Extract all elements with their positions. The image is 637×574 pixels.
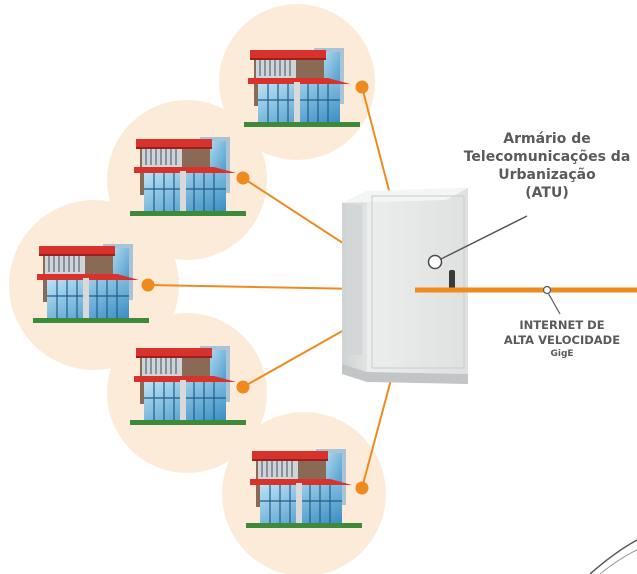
endpoint-4 (236, 380, 250, 394)
corner-swoosh (589, 539, 637, 574)
cabinet-handle (449, 270, 455, 292)
endpoint-dots (141, 80, 369, 495)
internet-label: INTERNET DE ALTA VELOCIDADE GigE (478, 318, 637, 360)
atu-label-line-3: Urbanização (498, 167, 596, 183)
internet-pointer-marker (542, 285, 552, 295)
internet-pointer-line (546, 290, 561, 315)
atu-label-line-4: (ATU) (525, 185, 569, 201)
atu-pointer-marker (427, 254, 443, 270)
internet-label-line-2: ALTA VELOCIDADE (503, 333, 621, 347)
endpoint-3 (141, 278, 155, 292)
endpoint-1 (355, 80, 369, 94)
internet-label-line-1: INTERNET DE (519, 318, 605, 332)
atu-label-line-2: Telecomunicações da (463, 149, 631, 165)
atu-pointer-line (440, 215, 528, 260)
endpoint-5 (355, 481, 369, 495)
telecom-cabinet (342, 188, 468, 384)
internet-label-line-3: GigE (550, 349, 574, 359)
atu-label: Armário de Telecomunicações da Urbanizaç… (452, 130, 637, 202)
endpoint-2 (236, 171, 250, 185)
atu-label-line-1: Armário de (503, 131, 591, 147)
